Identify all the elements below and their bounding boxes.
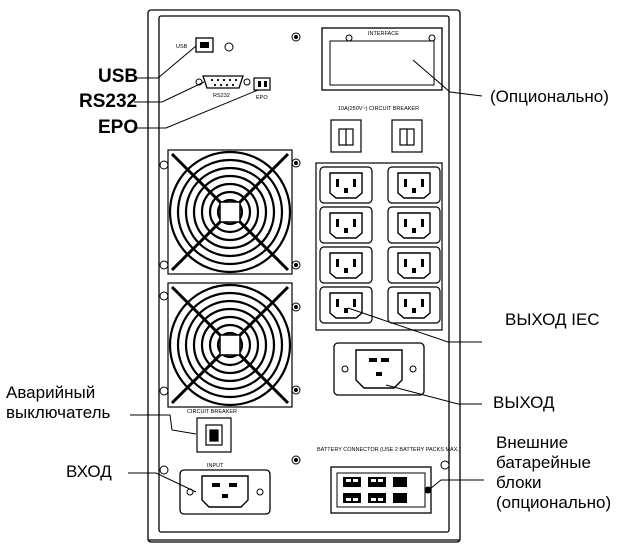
usb-callout-label: USB — [98, 66, 139, 87]
external-battery-line-2: батарейные — [496, 453, 591, 472]
interface-panel-label: INTERFACE — [368, 31, 399, 37]
input-breaker-panel-label: CIRCUIT BREAKER — [187, 409, 237, 415]
iec-outlet-3 — [319, 206, 373, 244]
output-circuit-breakers — [330, 119, 423, 153]
iec-outlet-8 — [387, 286, 441, 324]
c19-output — [333, 342, 425, 396]
input-panel-label: INPUT — [207, 463, 224, 469]
iec-outlet-7 — [319, 286, 373, 324]
fan-grille-1 — [167, 149, 293, 275]
fan-grille-2 — [167, 282, 293, 408]
screw-holes — [159, 32, 450, 475]
external-battery-line-1: Внешние — [496, 433, 569, 452]
input-circuit-breaker — [196, 417, 232, 453]
external-battery-line-3: блоки — [496, 473, 542, 492]
iec-outlet-4 — [387, 206, 441, 244]
iec-outlet-block — [315, 162, 443, 331]
output-callout-label: ВЫХОД — [493, 393, 555, 412]
iec-outlet-6 — [387, 246, 441, 284]
rs232-port: RS232 — [195, 75, 251, 99]
callout-leader-lines — [128, 45, 484, 494]
rs232-panel-label: RS232 — [213, 93, 230, 99]
iec-outlet-5 — [319, 246, 373, 284]
usb-port: USB — [176, 37, 214, 53]
breaker-row-label: 10A(250V~) CIRCUIT BREAKER — [338, 106, 419, 112]
ups-cabinet — [147, 9, 461, 543]
iec-output-callout-label: ВЫХОД IEC — [505, 310, 600, 329]
emergency-switch-callout-label: Аварийный выключатель — [6, 383, 110, 423]
iec-outlet-1 — [319, 166, 373, 204]
emergency-switch-line-1: Аварийный — [6, 383, 96, 402]
external-battery-line-4: (опционально) — [496, 493, 612, 512]
epo-panel-label: EPO — [256, 95, 268, 101]
input-callout-label: ВХОД — [66, 462, 112, 481]
epo-connector: EPO — [253, 77, 271, 101]
usb-panel-label: USB — [176, 44, 188, 50]
interface-slot: INTERFACE — [321, 27, 443, 91]
ac-input-socket — [179, 469, 271, 515]
emergency-switch-line-2: выключатель — [6, 403, 111, 422]
optional-interface-callout-label: (Опционально) — [490, 87, 609, 106]
battery-connector — [330, 466, 432, 514]
epo-callout-label: EPO — [98, 117, 139, 138]
external-battery-callout-label: Внешние батарейные блоки (опционально) — [496, 433, 611, 513]
iec-outlet-2 — [387, 166, 441, 204]
rs232-callout-label: RS232 — [79, 91, 138, 112]
battery-panel-label: BATTERY CONNECTOR (USE 2 BATTERY PACKS M… — [317, 447, 461, 453]
cooling-fans — [167, 149, 293, 408]
